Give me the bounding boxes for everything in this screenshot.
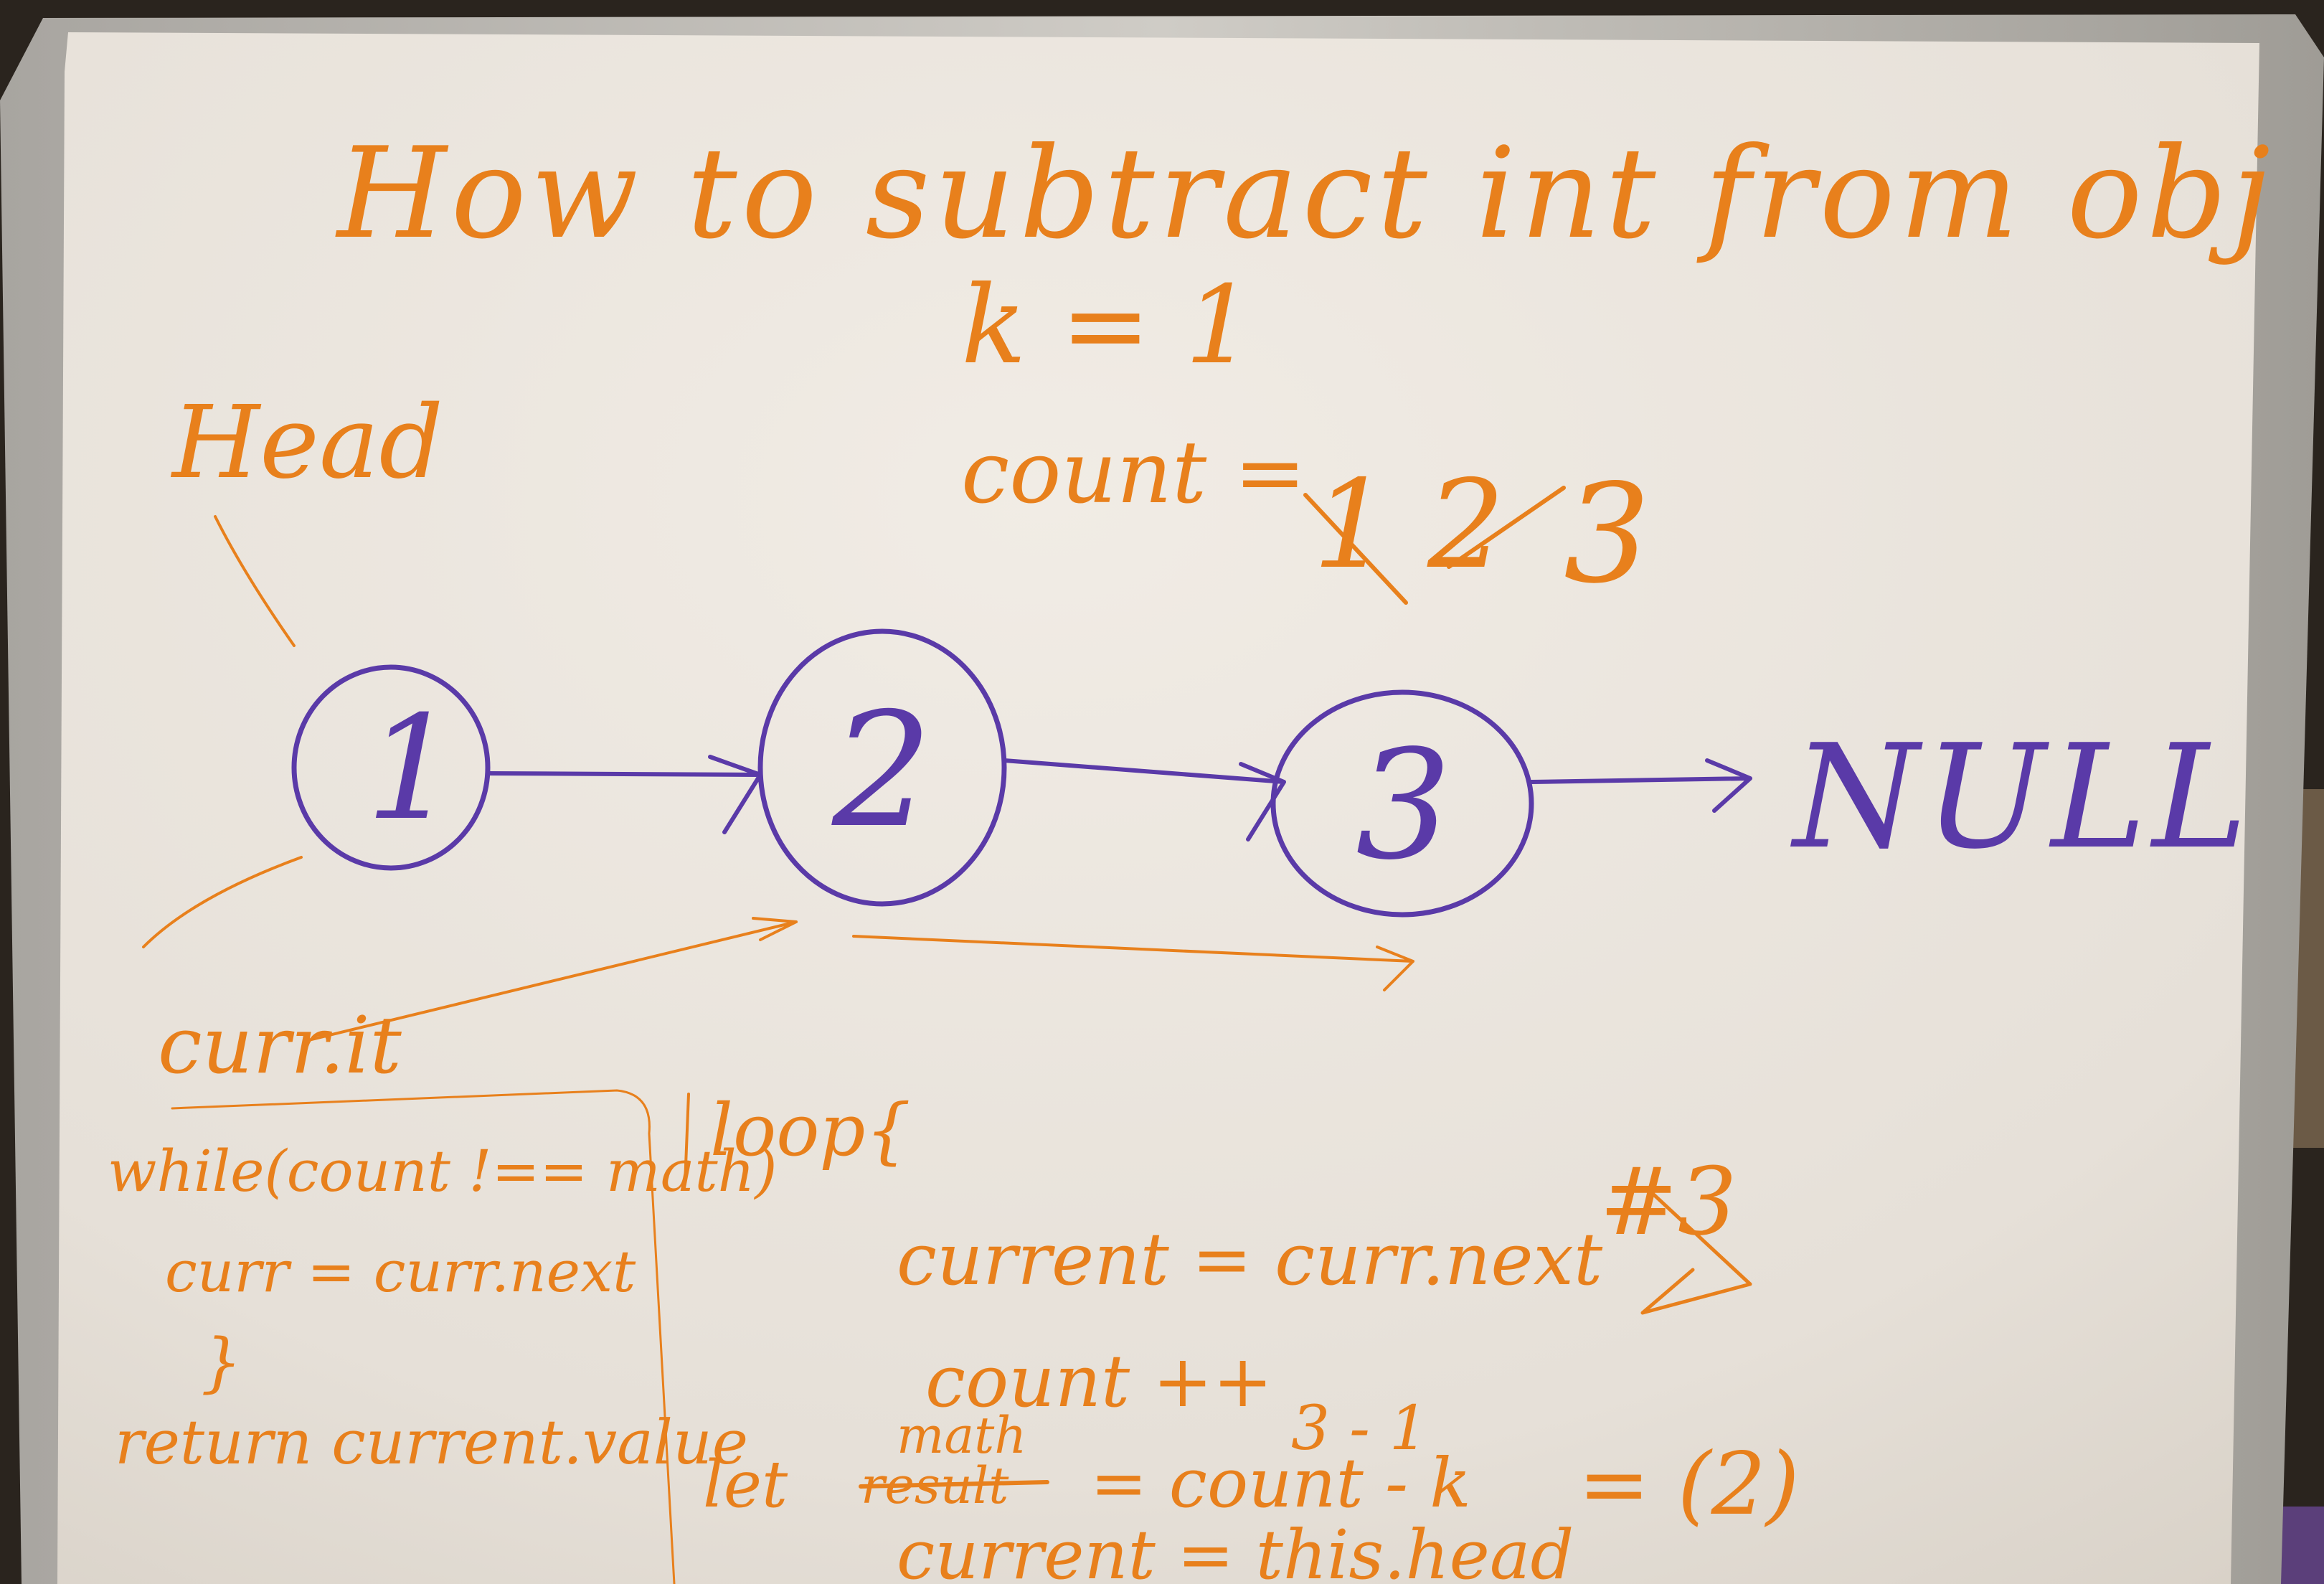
loop-bracket	[684, 1093, 690, 1185]
loop-body-line-2: count ++	[925, 1339, 1273, 1423]
loop-body-line-1: current = curr.next	[897, 1217, 1603, 1301]
strike-mark-1	[1303, 493, 1408, 605]
loop-box-line-2: curr = curr.next	[165, 1238, 636, 1305]
traversal-curve	[142, 856, 303, 948]
expression-text: = count - k	[1090, 1444, 1471, 1523]
arrow-1-to-2	[486, 755, 762, 834]
title-text: How to subtract int from obj	[335, 121, 2275, 267]
node-3-value: 3	[1356, 717, 1452, 893]
arrow-3-to-null	[1529, 758, 1752, 813]
count-label: count =	[961, 423, 1306, 523]
traversal-arrow-1	[307, 917, 798, 1042]
loop-box-line-1: while(count !== math)	[108, 1138, 777, 1204]
head-label: Head	[170, 385, 443, 501]
last-line-text: current = this.head	[897, 1516, 1574, 1584]
result-text: = (2)	[1578, 1435, 1800, 1534]
whiteboard-surface	[57, 32, 2259, 1584]
loop-box-line-3: }	[201, 1325, 242, 1400]
loop-box-outline	[171, 1089, 676, 1584]
traversal-arrow-2	[852, 935, 1414, 991]
arrow-2-to-3	[1002, 758, 1286, 842]
node-3-circle	[1270, 689, 1534, 918]
null-label: NULL	[1790, 714, 2253, 881]
side-note-bracket	[1640, 1189, 1752, 1315]
loop-label: loop{	[710, 1088, 911, 1172]
math-word: math	[897, 1406, 1026, 1465]
head-pointer-line	[214, 515, 296, 647]
loop-box-line-4: return current.value	[115, 1408, 748, 1479]
strike-mark-2	[1447, 486, 1566, 569]
k-equation: k = 1	[961, 263, 1253, 388]
strike-result	[859, 1480, 1049, 1489]
node-2-value: 2	[831, 679, 932, 862]
let-word: let	[703, 1447, 788, 1522]
count-struck-2: 2	[1427, 454, 1505, 596]
node-1-value: 1	[366, 685, 457, 852]
node-2-circle	[757, 628, 1007, 907]
count-current: 3	[1564, 455, 1650, 613]
node-1-circle	[291, 664, 491, 871]
curr-label: curr.it	[158, 999, 402, 1091]
side-note: #3	[1600, 1147, 1737, 1256]
result-values: 3 - 1	[1291, 1393, 1428, 1464]
